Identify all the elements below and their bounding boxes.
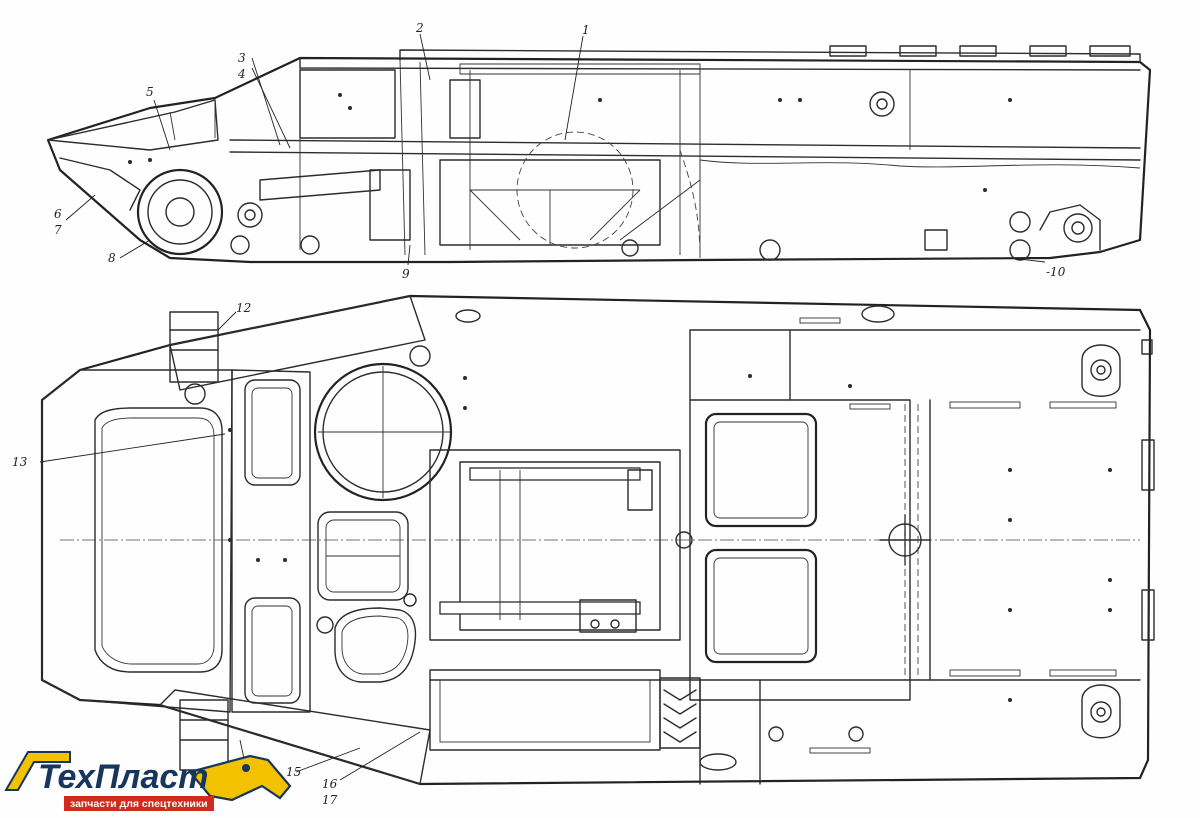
logo-tag-band: [64, 796, 214, 811]
callout-16: 16: [322, 777, 338, 791]
callout-2: 2: [415, 21, 424, 35]
callout-9: 9: [402, 267, 410, 281]
callout-1: 1: [582, 23, 590, 37]
callout-13: 13: [12, 455, 28, 469]
logo-tagline: запчасти для спецтехники: [70, 798, 208, 810]
callout-12: 12: [236, 301, 251, 315]
callout-4: 4: [237, 67, 246, 81]
callout-3: 3: [238, 51, 246, 65]
callout-7: 7: [54, 223, 62, 237]
callout-10: -10: [1046, 265, 1066, 279]
callout-17: 17: [322, 793, 338, 807]
brand-logo: ТехПласт запчасти для спецтехники: [4, 751, 292, 811]
side-view: 1 2 3 4 5 6 7 8 9 -10: [46, 21, 1152, 281]
top-view: 12 13 14 15 16 17: [12, 294, 1155, 807]
callout-6: 6: [54, 207, 62, 221]
excavator-arm-icon: [4, 751, 292, 802]
callout-15: 15: [286, 765, 301, 779]
callout-8: 8: [108, 251, 116, 265]
callout-5: 5: [146, 85, 154, 99]
logo-brand-text: ТехПласт: [38, 758, 209, 796]
